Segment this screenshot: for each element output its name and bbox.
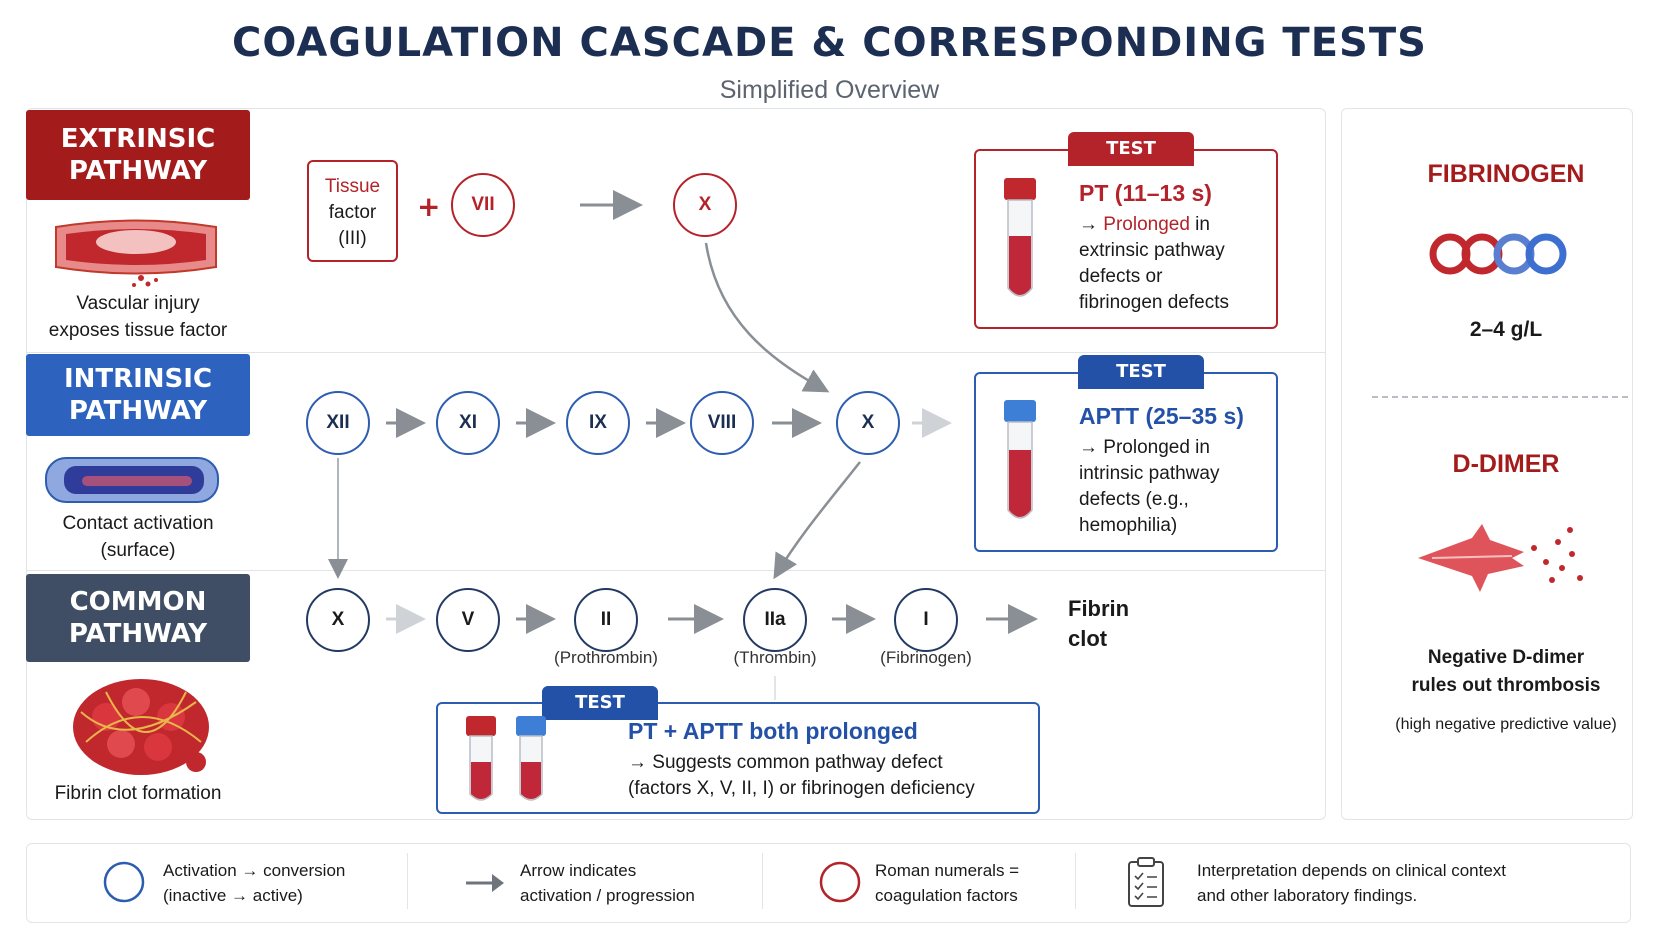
band-divider-1 [26, 352, 1326, 353]
factor-x-intrinsic-node: X [836, 391, 900, 455]
red-circle-icon [819, 861, 861, 903]
pt-test-tag: TEST [1068, 132, 1194, 166]
arrow-ext-x-to-int-x [704, 242, 830, 393]
ddimer-text: Negative D-dimer rules out thrombosis [1411, 647, 1601, 696]
fibrinogen-heading: FIBRINOGEN [1427, 160, 1585, 188]
legend-divider-3 [1075, 853, 1076, 909]
blue-tube-small-icon [516, 716, 546, 801]
page-subtitle: Simplified Overview [719, 76, 940, 104]
extrinsic-caption: Vascular injury exposes tissue factor [48, 293, 228, 341]
factor-ix-node: IX [566, 391, 630, 455]
fibrin-clot-label: Fibrin clot [1068, 596, 1130, 651]
vascular-injury-illustration [55, 219, 217, 287]
legend-divider-1 [407, 853, 408, 909]
legend-item-activation: Activation → conversion(inactive → activ… [163, 861, 346, 905]
fibrin-clot-illustration [73, 679, 209, 775]
side-divider [1372, 396, 1628, 398]
ddimer-note: (high negative predictive value) [1395, 716, 1617, 733]
factor-ii-node: II [574, 588, 638, 652]
factor-xii-node: XII [306, 391, 370, 455]
arrow-int-x-to-iia [773, 461, 861, 580]
legend-divider-2 [762, 853, 763, 909]
combined-test-tag: TEST [542, 686, 658, 720]
legend-item-interpretation: Interpretation depends on clinical conte… [1197, 861, 1507, 905]
thrombin-label: (Thrombin) [733, 648, 817, 667]
fibrinogen-range: 2–4 g/L [1469, 318, 1543, 341]
red-tube-icon [1004, 178, 1036, 297]
pt-body: → Prolonged in extrinsic pathway defects… [1079, 214, 1229, 313]
pt-heading: PT (11–13 s) [1079, 180, 1212, 206]
fibrinogen-label: (Fibrinogen) [880, 648, 972, 667]
blue-circle-icon [103, 861, 145, 903]
fibrinogen-chain-icon [1429, 233, 1567, 275]
blue-tube-icon [1004, 400, 1036, 519]
contact-activation-illustration [45, 457, 219, 503]
aptt-heading: APTT (25–35 s) [1079, 403, 1244, 429]
aptt-body: → Prolonged in intrinsic pathway defects… [1079, 437, 1220, 536]
factor-vii-node: VII [451, 173, 515, 237]
common-caption: Fibrin clot formation [54, 783, 222, 804]
factor-x-extrinsic-node: X [673, 173, 737, 237]
aptt-test-tag: TEST [1078, 355, 1204, 389]
factor-x-common-node: X [306, 588, 370, 652]
plus-sign: + [417, 190, 441, 223]
ddimer-fragment-icon [1418, 524, 1583, 592]
factor-viii-node: VIII [690, 391, 754, 455]
ddimer-heading: D-DIMER [1452, 450, 1560, 478]
red-tube-small-icon [466, 716, 496, 801]
band-divider-2 [26, 570, 1326, 571]
clipboard-icon [1128, 857, 1164, 907]
side-panel [1341, 108, 1633, 820]
tissue-factor-box: Tissue factor (III) [307, 160, 398, 262]
factor-iia-node: IIa [743, 588, 807, 652]
legend-item-numerals: Roman numerals =coagulation factors [875, 861, 1020, 905]
factor-v-node: V [436, 588, 500, 652]
intrinsic-caption: Contact activation (surface) [62, 513, 214, 561]
combined-body: → Suggests common pathway defect (factor… [628, 752, 975, 799]
page-title: COAGULATION CASCADE & CORRESPONDING TEST… [232, 20, 1427, 66]
arrow-icon [466, 874, 504, 892]
factor-i-node: I [894, 588, 958, 652]
factor-xi-node: XI [436, 391, 500, 455]
combined-heading: PT + APTT both prolonged [628, 718, 918, 744]
legend-bar [26, 843, 1631, 923]
prothrombin-label: (Prothrombin) [554, 648, 658, 667]
